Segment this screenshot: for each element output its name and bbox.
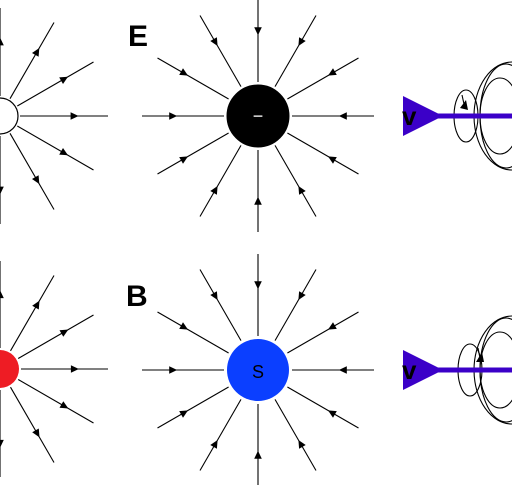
field-line-arrowhead (0, 290, 4, 299)
negative-charge-sign: − (253, 106, 264, 126)
field-line-arrowhead (210, 440, 218, 449)
field-line (10, 386, 55, 463)
moving-charge-top: v (402, 61, 512, 171)
field-line (17, 125, 94, 171)
field-line (199, 399, 242, 471)
field-line (157, 132, 229, 175)
field-line-arrowhead (59, 401, 69, 409)
field-line-arrowhead (59, 148, 68, 156)
field-line (274, 15, 317, 87)
field-line-arrowhead (179, 156, 188, 164)
field-line-arrowhead (328, 322, 337, 330)
field-line-arrowhead (179, 68, 188, 76)
field-line (199, 15, 242, 87)
field-line-arrowhead (70, 112, 79, 120)
field-line-arrowhead (179, 322, 188, 330)
field-line (287, 57, 359, 100)
field-line-arrowhead (32, 428, 40, 438)
field-line (157, 311, 229, 354)
negative-charge-circle (226, 84, 290, 148)
field-line-arrowhead (0, 439, 4, 448)
field-line (17, 61, 94, 107)
field-line-arrowhead (254, 450, 262, 459)
field-line (10, 275, 55, 352)
south-pole-circle (227, 339, 289, 401)
field-line-arrowhead (32, 175, 40, 184)
field-line-arrowhead (210, 186, 218, 195)
field-line-arrowhead (169, 366, 178, 374)
south-pole-label: S (252, 362, 264, 382)
inward-field-lines-bottom-middle (142, 254, 374, 485)
field-line (17, 379, 94, 424)
electric-field-label: E (128, 20, 148, 53)
field-line-arrowhead (32, 48, 40, 57)
field-line-arrowhead (59, 329, 69, 337)
field-line-arrowhead (338, 112, 347, 120)
field-line (287, 132, 359, 175)
field-line-arrowhead (210, 37, 218, 46)
field-line-arrowhead (0, 37, 4, 46)
field-line-arrowhead (328, 410, 337, 418)
outward-field-lines-bottom-left (0, 261, 108, 477)
field-line (199, 269, 242, 341)
field-line-arrowhead (298, 37, 306, 46)
field-line (17, 314, 94, 359)
positive-charge-circle (0, 97, 19, 135)
velocity-label-top: v (402, 101, 417, 131)
field-line (287, 311, 359, 354)
field-line-arrowhead (338, 366, 347, 374)
field-line (157, 57, 229, 100)
velocity-label-bottom: v (402, 355, 417, 385)
field-line-arrowhead (169, 112, 178, 120)
inward-field-lines-top-middle (142, 0, 374, 232)
field-line-arrowhead (254, 196, 262, 205)
field-line (199, 145, 242, 217)
field-line (274, 269, 317, 341)
field-line-arrowhead (59, 76, 68, 84)
field-line (274, 145, 317, 217)
field-line-arrowhead (0, 186, 4, 195)
magnetic-field-label: B (126, 280, 148, 313)
field-line-arrowhead (179, 410, 188, 418)
field-line (274, 399, 317, 471)
field-line (157, 386, 229, 429)
field-line (9, 22, 55, 99)
moving-charge-bottom: v (402, 315, 512, 425)
field-line-arrowhead (298, 440, 306, 449)
field-line-arrowhead (328, 156, 337, 164)
field-line-arrowhead (254, 281, 262, 290)
field-line-arrowhead (328, 68, 337, 76)
field-line-arrowhead (210, 291, 218, 300)
field-line (9, 133, 55, 210)
field-line-arrowhead (254, 27, 262, 36)
field-line (287, 386, 359, 429)
north-pole-circle (0, 350, 19, 388)
field-line-arrowhead (70, 365, 79, 373)
field-line-arrowhead (32, 300, 40, 310)
field-line-arrowhead (298, 186, 306, 195)
outward-field-lines-top-left (0, 8, 108, 224)
field-line-arrowhead (298, 291, 306, 300)
